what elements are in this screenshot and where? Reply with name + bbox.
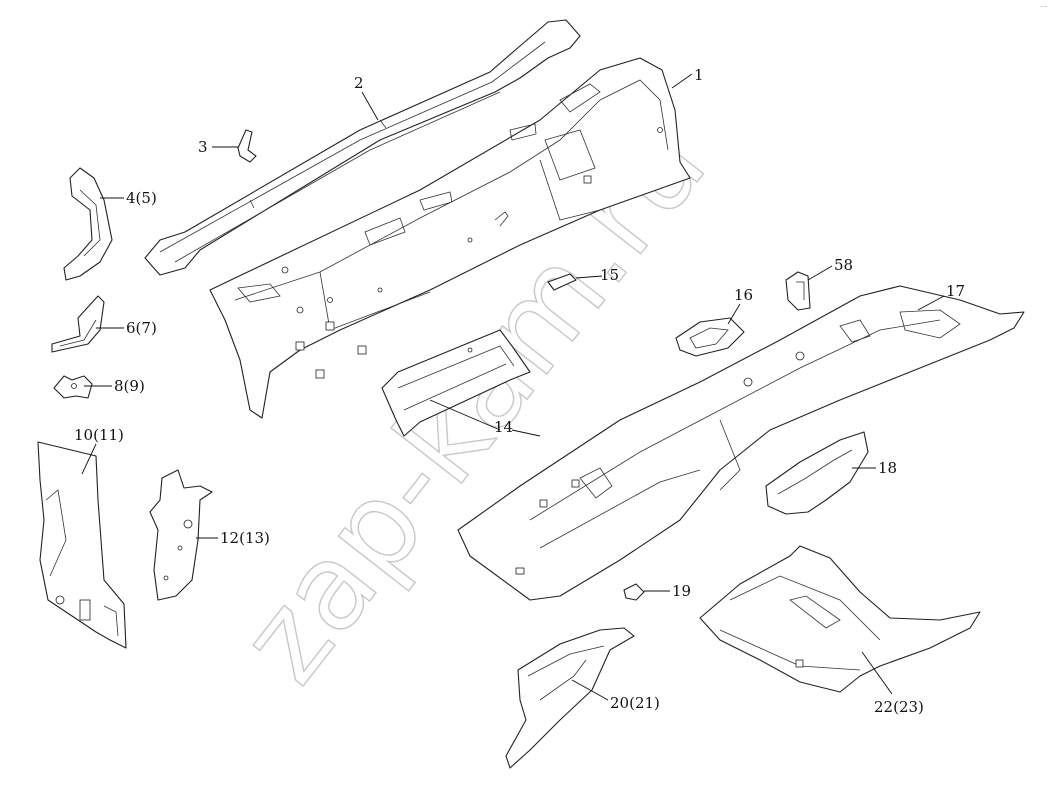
callout-6: 6(7): [96, 319, 157, 337]
part-15-fastener: [547, 273, 577, 291]
callout-label-14: 14: [494, 418, 513, 436]
callout-label-22: 22(23): [874, 698, 924, 716]
part-16-plate: [675, 317, 745, 357]
part-17-floor-pan: [457, 285, 1025, 601]
callout-2: 2: [354, 74, 379, 121]
callout-10: 10(11): [74, 426, 124, 475]
callout-label-17: 17: [946, 282, 965, 300]
part-22-rear-floor: [699, 545, 981, 693]
part-14-crossmember: [381, 329, 531, 437]
callout-label-1: 1: [694, 66, 704, 84]
callout-14: 14: [429, 399, 541, 437]
callout-58: 58: [807, 256, 853, 281]
callout-label-16: 16: [734, 286, 753, 304]
callout-20: 20(21): [571, 679, 660, 712]
callout-label-12: 12(13): [220, 529, 270, 547]
part-8-clip: [53, 375, 93, 399]
corner-mark: ⁻⁻: [1040, 4, 1048, 12]
callout-label-8: 8(9): [114, 377, 145, 395]
callout-17: 17: [917, 282, 965, 311]
part-12-reinforcement: [149, 469, 213, 601]
part-18-seat-bracket: [765, 431, 869, 515]
callout-label-19: 19: [672, 582, 691, 600]
callout-label-2: 2: [354, 74, 364, 92]
callout-label-3: 3: [198, 138, 208, 156]
part-1-front-bulkhead: [209, 57, 691, 419]
part-6-bracket: [51, 295, 105, 353]
callout-4: 4(5): [100, 189, 157, 207]
part-3-bracket: [237, 129, 257, 163]
callout-19: 19: [644, 582, 691, 600]
callout-label-58: 58: [834, 256, 853, 274]
callout-label-10: 10(11): [74, 426, 124, 444]
callout-1: 1: [671, 66, 704, 89]
callout-22: 22(23): [861, 651, 924, 716]
callout-8: 8(9): [84, 377, 145, 395]
callout-label-15: 15: [600, 266, 619, 284]
callout-label-6: 6(7): [126, 319, 157, 337]
part-58-bracket: [785, 271, 811, 311]
callout-15: 15: [575, 266, 619, 284]
callout-label-20: 20(21): [610, 694, 660, 712]
callout-label-18: 18: [878, 459, 897, 477]
part-19-cover: [623, 583, 645, 601]
part-4-bracket: [63, 167, 113, 281]
callout-label-4: 4(5): [126, 189, 157, 207]
callout-16: 16: [727, 286, 753, 325]
part-20-side-member: [505, 627, 635, 769]
callout-3: 3: [198, 138, 238, 156]
callout-12: 12(13): [196, 529, 270, 547]
part-2-upper-rail: [144, 19, 581, 276]
part-10-side-panel: [37, 441, 127, 649]
callout-18: 18: [852, 459, 897, 477]
